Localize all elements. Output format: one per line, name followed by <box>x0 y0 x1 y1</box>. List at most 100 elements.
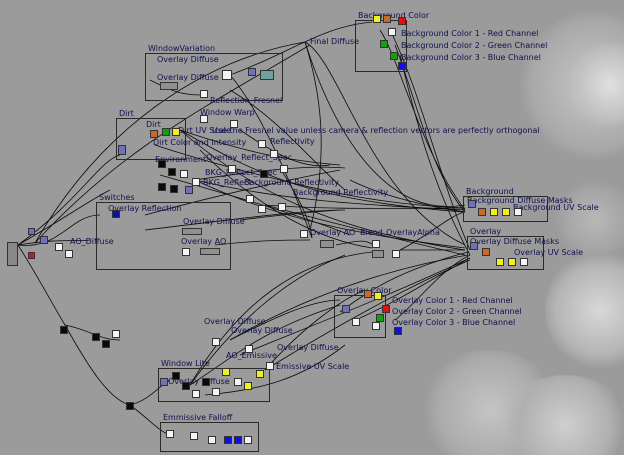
group-emmissive-falloff[interactable]: Emmissive Falloff <box>160 413 259 452</box>
node-swatch[interactable] <box>300 230 308 238</box>
node-swatch[interactable] <box>158 183 166 191</box>
node-swatch[interactable] <box>372 322 380 330</box>
node-swatch[interactable] <box>392 250 400 258</box>
node-swatch[interactable] <box>192 390 200 398</box>
node-swatch[interactable] <box>55 243 63 251</box>
node-swatch[interactable] <box>190 432 198 440</box>
node-swatch[interactable] <box>266 362 274 370</box>
node-swatch[interactable] <box>182 228 202 235</box>
node-swatch[interactable] <box>160 378 168 386</box>
node-swatch[interactable] <box>352 318 360 326</box>
node-swatch[interactable] <box>172 128 180 136</box>
node-swatch[interactable] <box>234 378 242 386</box>
node-swatch[interactable] <box>373 15 381 23</box>
node-swatch[interactable] <box>490 208 498 216</box>
group-background[interactable]: Background <box>463 187 548 222</box>
node-swatch[interactable] <box>200 248 220 255</box>
node-swatch[interactable] <box>222 368 230 376</box>
node-swatch[interactable] <box>320 240 334 248</box>
node-swatch[interactable] <box>182 248 190 256</box>
node-swatch[interactable] <box>160 82 178 90</box>
node-swatch[interactable] <box>248 68 256 76</box>
node-swatch[interactable] <box>222 70 232 80</box>
node-swatch[interactable] <box>112 330 120 338</box>
node-swatch[interactable] <box>280 165 288 173</box>
node-swatch[interactable] <box>376 314 384 322</box>
node-swatch[interactable] <box>244 436 252 444</box>
node-swatch[interactable] <box>212 338 220 346</box>
group-overlay[interactable]: Overlay <box>467 227 544 270</box>
node-swatch[interactable] <box>260 170 268 178</box>
node-swatch[interactable] <box>166 430 174 438</box>
node-swatch[interactable] <box>60 326 68 334</box>
node-swatch[interactable] <box>382 305 390 313</box>
node-swatch[interactable] <box>383 15 391 23</box>
node-swatch[interactable] <box>234 436 242 444</box>
node-swatch[interactable] <box>514 208 522 216</box>
node-swatch[interactable] <box>270 150 278 158</box>
node-swatch[interactable] <box>482 248 490 256</box>
node-swatch[interactable] <box>470 242 478 250</box>
node-swatch[interactable] <box>172 372 180 380</box>
node-swatch[interactable] <box>112 210 120 218</box>
group-window-lite[interactable]: Window Lite <box>158 359 270 402</box>
node-swatch[interactable] <box>168 168 176 176</box>
node-swatch[interactable] <box>246 195 254 203</box>
node-swatch[interactable] <box>380 40 388 48</box>
node-swatch[interactable] <box>126 402 134 410</box>
node-swatch[interactable] <box>28 228 35 235</box>
node-swatch[interactable] <box>372 240 380 248</box>
node-swatch[interactable] <box>260 70 274 80</box>
node-swatch[interactable] <box>398 62 406 70</box>
node-swatch[interactable] <box>258 140 266 148</box>
node-swatch[interactable] <box>468 200 476 208</box>
node-swatch[interactable] <box>212 388 220 396</box>
node-swatch[interactable] <box>372 250 384 258</box>
node-swatch[interactable] <box>28 252 35 259</box>
node-swatch[interactable] <box>520 258 528 266</box>
node-swatch[interactable] <box>208 436 216 444</box>
node-swatch[interactable] <box>374 292 382 300</box>
group-window-variation[interactable]: WindowVariation <box>145 44 283 101</box>
node-swatch[interactable] <box>258 205 266 213</box>
node-swatch[interactable] <box>496 258 504 266</box>
node-swatch[interactable] <box>230 120 238 128</box>
group-dirt[interactable]: Dirt <box>116 109 186 160</box>
node-label: Overlay Diffuse <box>231 326 293 335</box>
node-swatch[interactable] <box>390 52 398 60</box>
node-swatch[interactable] <box>102 340 110 348</box>
node-swatch[interactable] <box>228 165 236 173</box>
node-swatch[interactable] <box>180 170 188 178</box>
node-swatch[interactable] <box>200 90 208 98</box>
node-swatch[interactable] <box>162 128 170 136</box>
node-swatch[interactable] <box>398 17 406 25</box>
node-swatch[interactable] <box>478 208 486 216</box>
node-swatch[interactable] <box>502 208 510 216</box>
node-swatch[interactable] <box>202 378 210 386</box>
node-swatch[interactable] <box>364 290 372 298</box>
group-background-color[interactable]: Background Color <box>355 11 429 72</box>
node-swatch[interactable] <box>192 178 200 186</box>
node-swatch[interactable] <box>92 333 100 341</box>
node-swatch[interactable] <box>388 28 396 36</box>
node-swatch[interactable] <box>200 115 208 123</box>
node-swatch[interactable] <box>245 345 253 353</box>
node-swatch[interactable] <box>508 258 516 266</box>
node-swatch[interactable] <box>256 370 264 378</box>
node-swatch[interactable] <box>182 382 190 390</box>
node-swatch[interactable] <box>278 203 286 211</box>
node-swatch[interactable] <box>185 186 193 194</box>
node-swatch[interactable] <box>394 327 402 335</box>
group-switches[interactable]: Switches <box>96 193 231 270</box>
node-swatch[interactable] <box>65 250 73 258</box>
input-node[interactable] <box>7 242 18 266</box>
node-swatch[interactable] <box>150 130 158 138</box>
node-swatch[interactable] <box>342 305 350 313</box>
node-swatch[interactable] <box>244 382 252 390</box>
node-swatch[interactable] <box>170 185 178 193</box>
node-swatch[interactable] <box>40 236 48 244</box>
node-swatch[interactable] <box>224 436 232 444</box>
node-swatch[interactable] <box>158 160 166 168</box>
node-swatch[interactable] <box>118 145 126 155</box>
